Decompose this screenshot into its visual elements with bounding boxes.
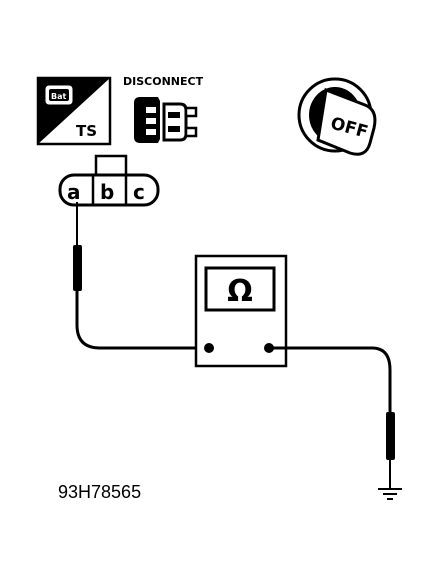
disconnect-label: DISCONNECT (123, 75, 204, 88)
pin-a-label: a (67, 180, 81, 204)
disconnect-battery-icon: Bat TS (36, 76, 112, 146)
battery-label: Bat (51, 92, 66, 101)
meter-terminal-left (204, 343, 214, 353)
pin-b-label: b (100, 180, 114, 204)
figure-code: 93H78565 (58, 482, 141, 502)
harness-connector: a b c (58, 154, 160, 207)
ground-icon (378, 488, 402, 500)
connector-plug-icon (134, 97, 198, 143)
probe-lead-left (73, 202, 208, 350)
ignition-key-off-icon: OFF (297, 77, 377, 156)
ohm-symbol: Ω (227, 274, 253, 309)
ts-label: TS (76, 122, 97, 140)
pin-c-label: c (133, 180, 145, 204)
probe-lead-right (269, 346, 395, 488)
